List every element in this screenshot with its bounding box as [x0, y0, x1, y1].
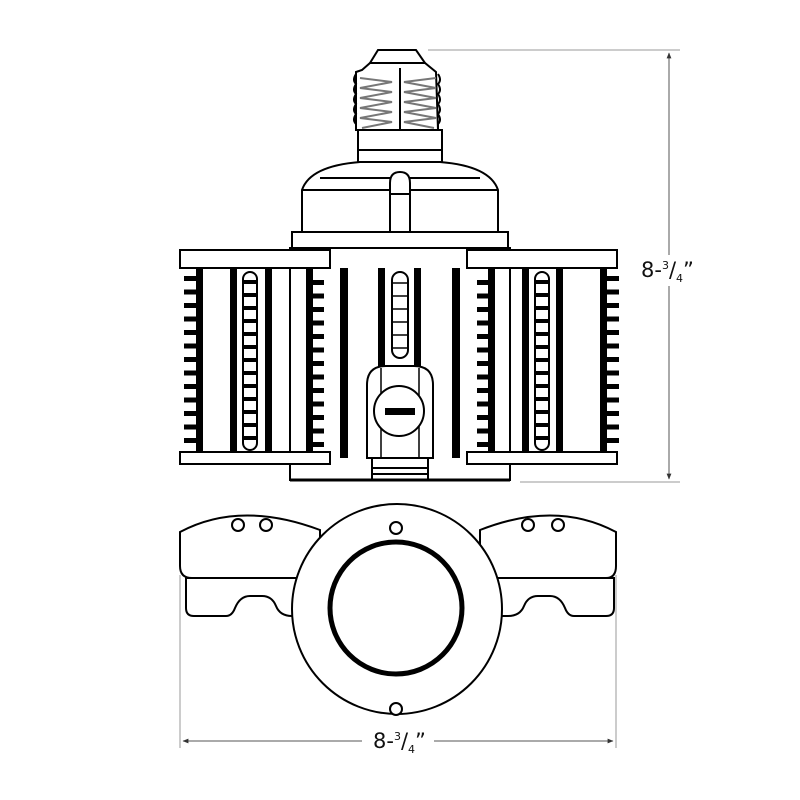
screw-base [353, 49, 443, 163]
right-led-panel [466, 249, 619, 465]
height-slash: / [668, 258, 677, 282]
right-wing [479, 514, 617, 617]
width-numerator: 3 [393, 730, 401, 743]
height-dimension [428, 49, 680, 483]
width-unit: ” [415, 729, 426, 753]
height-numerator: 3 [661, 259, 669, 272]
center-panel [289, 247, 511, 482]
height-whole: 8- [641, 258, 662, 282]
width-denominator: 4 [408, 743, 416, 757]
center-housing-circle [291, 503, 503, 716]
width-dimension-label: 8-3/4” [369, 729, 430, 757]
driver-housing [291, 161, 509, 249]
width-whole: 8- [373, 729, 394, 753]
height-dimension-label: 8-3/4” [641, 258, 694, 287]
width-slash: / [400, 729, 409, 753]
left-led-panel [179, 249, 331, 465]
height-denominator: 4 [676, 272, 684, 286]
side-view [179, 49, 619, 482]
bottom-view [179, 503, 617, 716]
height-unit: ” [683, 258, 694, 282]
width-dimension [179, 575, 617, 748]
left-wing [179, 514, 321, 617]
